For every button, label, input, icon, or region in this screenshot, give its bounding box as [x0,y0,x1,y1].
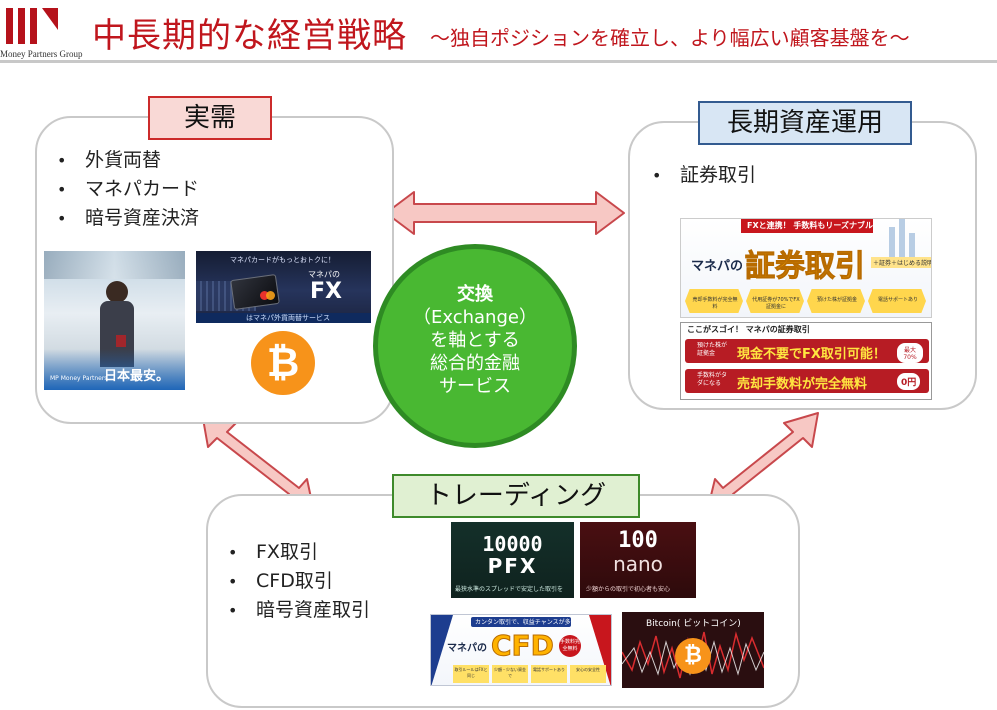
cfd-feature: 電話サポートあり [533,667,565,672]
list-item: •暗号資産決済 [57,207,200,229]
center-line: を軸とする [430,330,520,351]
airport-caption: 日本最安。 [104,369,170,384]
tag-trading: トレーディング [392,474,640,518]
cfd-title: CFD [491,629,555,663]
securities-note: ＋証券＋はじめる説明 [871,257,931,268]
securities-ribbon: FXと連携！ 手数料もリーズナブル！ [747,221,882,230]
cfd-feature: 取引ルールはFXと同じ [454,667,488,678]
logo-text: Money Partners Group [0,49,83,59]
cfd-badge: 手数料完全無料 [559,635,581,657]
tag-jitsuju: 実需 [148,96,272,140]
card-headline: マネパカードがもっとおトクに！ [230,256,335,264]
cfd-feature: 安心の安全性 [576,667,600,672]
center-line: （Exchange） [413,307,537,328]
trading-list: •FX取引 •CFD取引 •暗号資産取引 [228,538,370,625]
list-item: •暗号資産取引 [228,599,371,621]
header-divider [0,60,997,63]
list-item: •CFD取引 [228,570,333,592]
list-item: •マネパカード [57,178,200,200]
arrow-jitsuju-choki [385,191,625,235]
securities-feature: 電話サポートあり [877,297,918,303]
list-item: •外貨両替 [57,149,162,171]
row1-badge: 最大70% [897,343,923,363]
securities-brand: マネパの [691,259,744,274]
nano-number: 100 [618,528,658,553]
securities-feature: 預けた株が証拠金 [816,297,857,303]
securities-feature: 売却手数料が完全無料 [692,297,738,310]
row2-label: 手数料がタダになる [697,372,728,387]
choki-list: •証券取引 [652,161,756,190]
cfd-banner: カンタン取引で、収益チャンスが多い！ マネパの CFD 手数料完全無料 取引ルー… [430,614,612,686]
page-subtitle: ～独自ポジションを確立し、より幅広い顧客基盤を～ [430,26,910,50]
center-exchange-circle: 交換 （Exchange） を軸とする 総合的金融 サービス [373,244,577,448]
center-line: 総合的金融 [430,353,520,374]
card-fx: FX [310,279,342,304]
cfd-headline: カンタン取引で、収益チャンスが多い！ [475,619,583,626]
securities-title: 証券取引 [745,249,866,285]
bitcoin-icon: ₿ [675,638,711,674]
cfd-brand: マネパの [447,643,487,654]
securities-banner: FXと連携！ 手数料もリーズナブル！ マネパの 証券取引 ＋証券＋はじめる説明 … [680,218,932,318]
company-logo: Money Partners Group [0,0,90,62]
bitcoin-icon: ₿ [251,331,315,395]
pfx-number: 10000 [482,532,543,556]
bitcoin-chart-banner: Bitcoin( ビットコイン) ₿ [622,612,764,688]
page-title: 中長期的な経営戦略 [92,16,407,56]
center-line: サービス [439,376,511,397]
row2-badge: 0円 [897,373,921,390]
list-item: •証券取引 [652,164,757,186]
row1-label: 預けた株が証拠金 [697,342,728,357]
nano-caption: 少額からの取引で初心者も安心 [586,586,671,593]
airport-brand: MP Money Partners [50,375,108,382]
row1-text: 現金不要でFX取引可能！ [737,347,886,362]
card-brand: マネパの [308,270,340,279]
nano-banner: 100 nano 少額からの取引で初心者も安心 [580,522,696,598]
securities-detail-heading: ここがスゴイ！ マネパの証券取引 [687,325,810,334]
bitcoin-chart-title: Bitcoin( ビットコイン) [646,619,741,629]
pfx-name: PFX [487,554,538,578]
airport-image: 日本最安。 MP Money Partners [44,251,185,390]
center-line: 交換 [457,284,493,305]
cfd-feature: 少額・少ない資金で [494,667,526,678]
pfx-banner: 10000 PFX 最狭水準のスプレッドで安定した取引を [451,522,574,598]
card-footer: はマネパ外貨両替サービス [246,314,330,322]
row2-text: 売却手数料が完全無料 [737,377,868,392]
card-image: マネパカードがもっとおトクに！ マネパの FX はマネパ外貨両替サービス [196,251,371,323]
pfx-caption: 最狭水準のスプレッドで安定した取引を [455,586,564,593]
tag-choki: 長期資産運用 [698,101,912,145]
list-item: •FX取引 [228,541,318,563]
nano-name: nano [613,552,663,576]
securities-feature: 代用証券が70%でFX証拠金に [752,297,800,310]
jitsuju-list: •外貨両替 •マネパカード •暗号資産決済 [57,146,199,233]
securities-detail-banner: ここがスゴイ！ マネパの証券取引 預けた株が証拠金 現金不要でFX取引可能！ 最… [680,322,932,400]
